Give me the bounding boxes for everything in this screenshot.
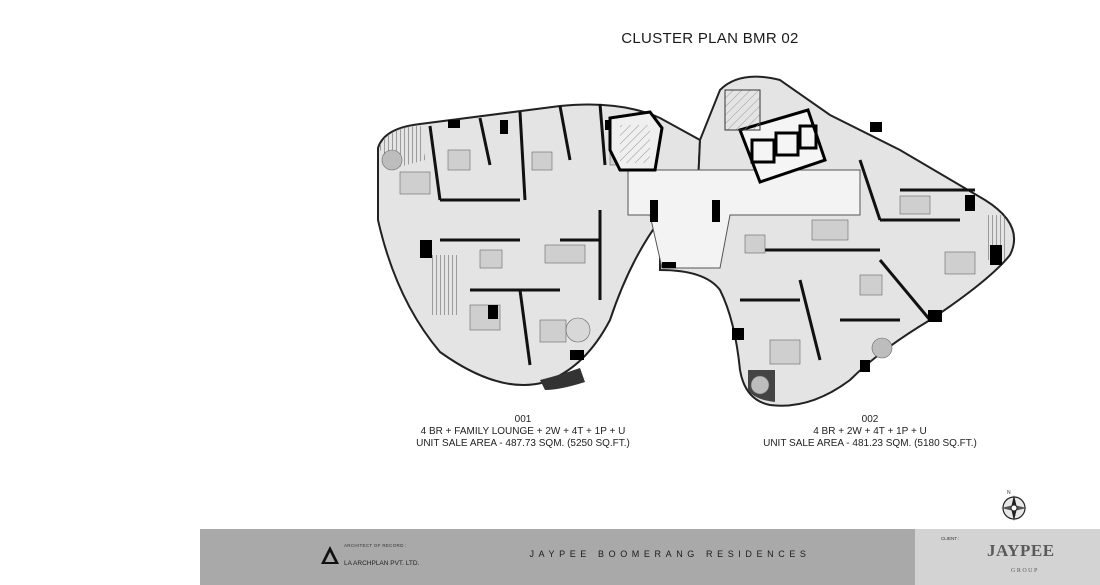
core-lobby bbox=[627, 169, 861, 269]
client-logo: JAYPEE bbox=[987, 541, 1055, 560]
unit-002-outline bbox=[659, 75, 1015, 407]
client-logo-sub: GROUP bbox=[1011, 568, 1039, 574]
lift-core bbox=[738, 108, 827, 184]
unit-001-number: 001 bbox=[514, 414, 532, 425]
unit-002-walls bbox=[740, 159, 975, 361]
architect-logo-icon bbox=[321, 546, 339, 564]
architect-block: ARCHITECT OF RECORD : LA ARCHPLAN PVT. L… bbox=[200, 529, 460, 585]
architect-name: LA ARCHPLAN PVT. LTD. bbox=[344, 560, 420, 567]
project-name: JAYPEE BOOMERANG RESIDENCES bbox=[529, 549, 811, 559]
unit-002-config: 4 BR + 2W + 4T + 1P + U bbox=[813, 426, 927, 437]
title-block: ARCHITECT OF RECORD : LA ARCHPLAN PVT. L… bbox=[200, 529, 1100, 585]
architect-label: ARCHITECT OF RECORD : bbox=[344, 543, 407, 548]
cluster-floor-plan bbox=[377, 75, 1015, 407]
right-stair bbox=[724, 89, 761, 131]
core-walls bbox=[650, 200, 720, 268]
north-compass-icon: N bbox=[1001, 490, 1027, 521]
unit-002-columns bbox=[732, 122, 1002, 372]
unit-001-area: UNIT SALE AREA - 487.73 SQM. (5250 SQ.FT… bbox=[416, 438, 630, 449]
deck-left-bottom bbox=[540, 368, 585, 390]
client-block: CLIENT : JAYPEE GROUP bbox=[915, 529, 1100, 585]
deck-left-side bbox=[430, 255, 460, 315]
unit-002-number: 002 bbox=[861, 414, 879, 425]
unit-001-walls bbox=[428, 103, 607, 366]
drawing-title: CLUSTER PLAN BMR 02 bbox=[621, 30, 799, 47]
unit-002-fills bbox=[744, 195, 976, 395]
unit-002-info: 002 4 BR + 2W + 4T + 1P + U UNIT SALE AR… bbox=[745, 414, 995, 450]
stair-core bbox=[608, 110, 664, 172]
client-label: CLIENT : bbox=[941, 536, 960, 541]
unit-001-config: 4 BR + FAMILY LOUNGE + 2W + 4T + 1P + U bbox=[420, 426, 626, 437]
compass-north-label: N bbox=[1007, 490, 1011, 496]
unit-002-area: UNIT SALE AREA - 481.23 SQM. (5180 SQ.FT… bbox=[763, 438, 977, 449]
unit-001-info: 001 4 BR + FAMILY LOUNGE + 2W + 4T + 1P … bbox=[398, 414, 648, 450]
